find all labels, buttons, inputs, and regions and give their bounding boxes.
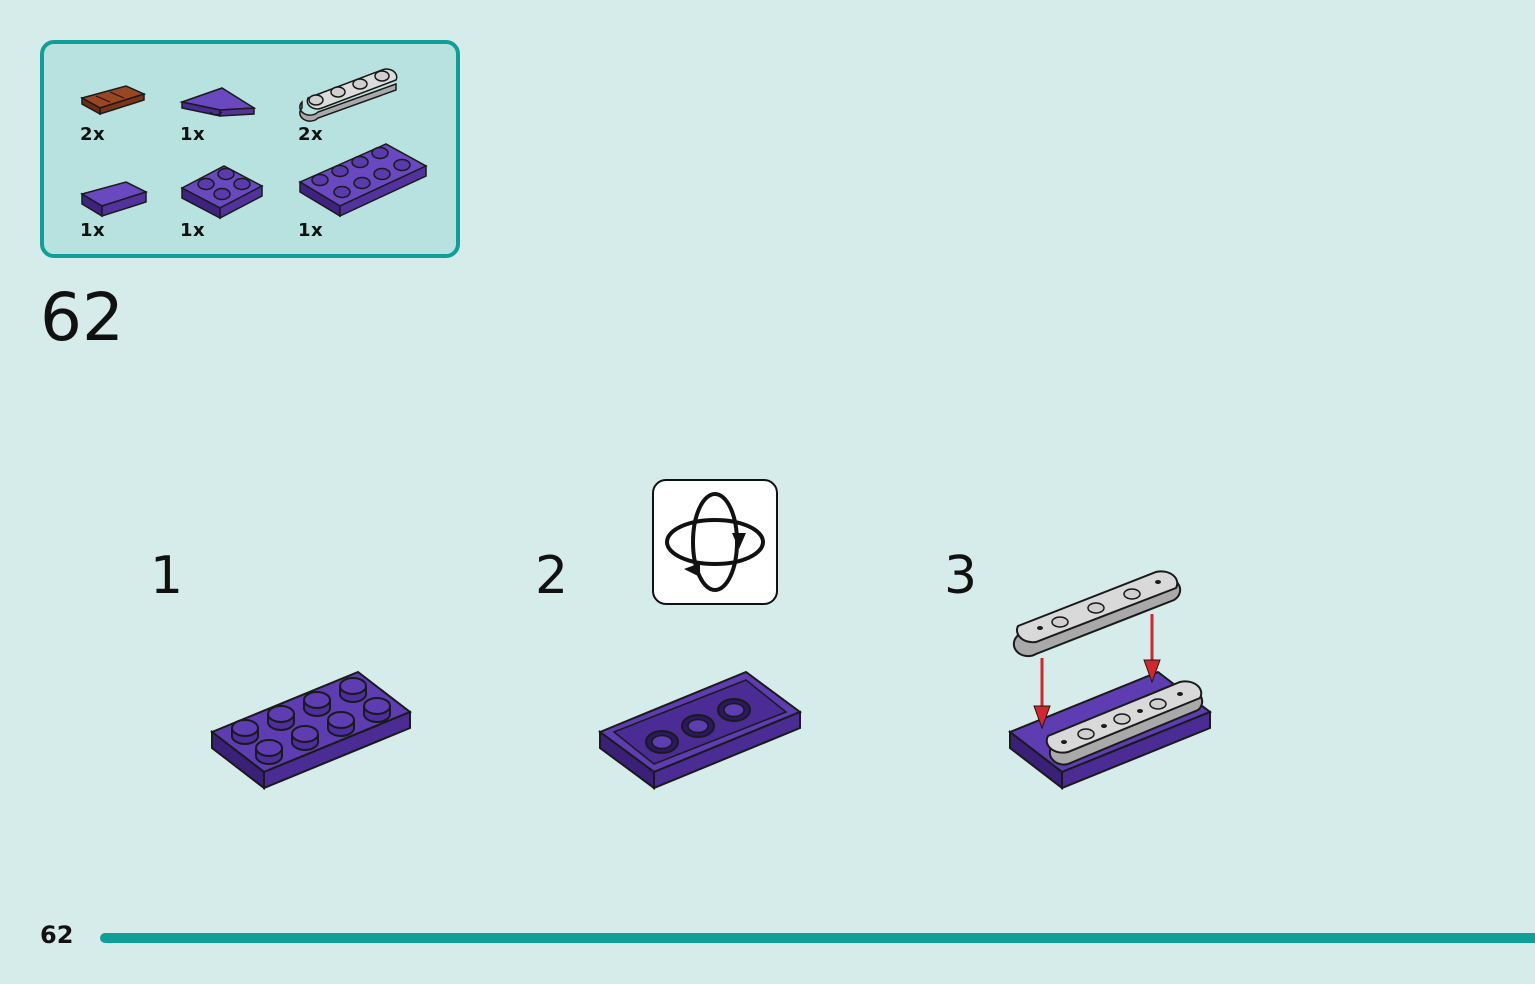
purple-plate-underside-model xyxy=(597,670,803,790)
footer-rule xyxy=(100,933,1535,943)
rotate-model-box xyxy=(652,479,778,605)
part-quantity: 1x xyxy=(298,220,324,241)
brown-tile-icon xyxy=(80,85,147,116)
step2-model xyxy=(597,668,804,796)
part-quantity: 2x xyxy=(80,124,106,145)
part-quantity: 1x xyxy=(180,220,206,241)
rotate-model-icon xyxy=(665,492,765,592)
step1-model xyxy=(210,668,414,796)
substep-label: 1 xyxy=(150,546,184,606)
substep-label: 3 xyxy=(944,546,978,606)
purple-tile-icon xyxy=(80,181,148,218)
purple-2x4-plate-model xyxy=(210,670,412,791)
part-quantity: 1x xyxy=(80,220,106,241)
part-quantity: 1x xyxy=(180,124,206,145)
purple-2x4-plate-icon xyxy=(298,143,428,218)
step3-model xyxy=(1008,568,1214,796)
step-number: 62 xyxy=(40,279,124,356)
substep-label: 2 xyxy=(535,546,569,606)
part-quantity: 2x xyxy=(298,124,324,145)
placement-arrows xyxy=(1033,614,1161,730)
gray-plate-upper xyxy=(1012,570,1182,658)
page-number: 62 xyxy=(40,921,74,949)
gray-rounded-plate-icon xyxy=(299,68,398,122)
parts-list-box: 2x 1x 2x 1x xyxy=(40,40,460,258)
purple-wedge-icon xyxy=(179,87,257,117)
purple-2x2-plate-icon xyxy=(180,165,264,220)
gray-plates-attach-model xyxy=(1008,570,1212,791)
gray-plate-lower xyxy=(1045,680,1204,766)
stud-row xyxy=(231,677,391,765)
